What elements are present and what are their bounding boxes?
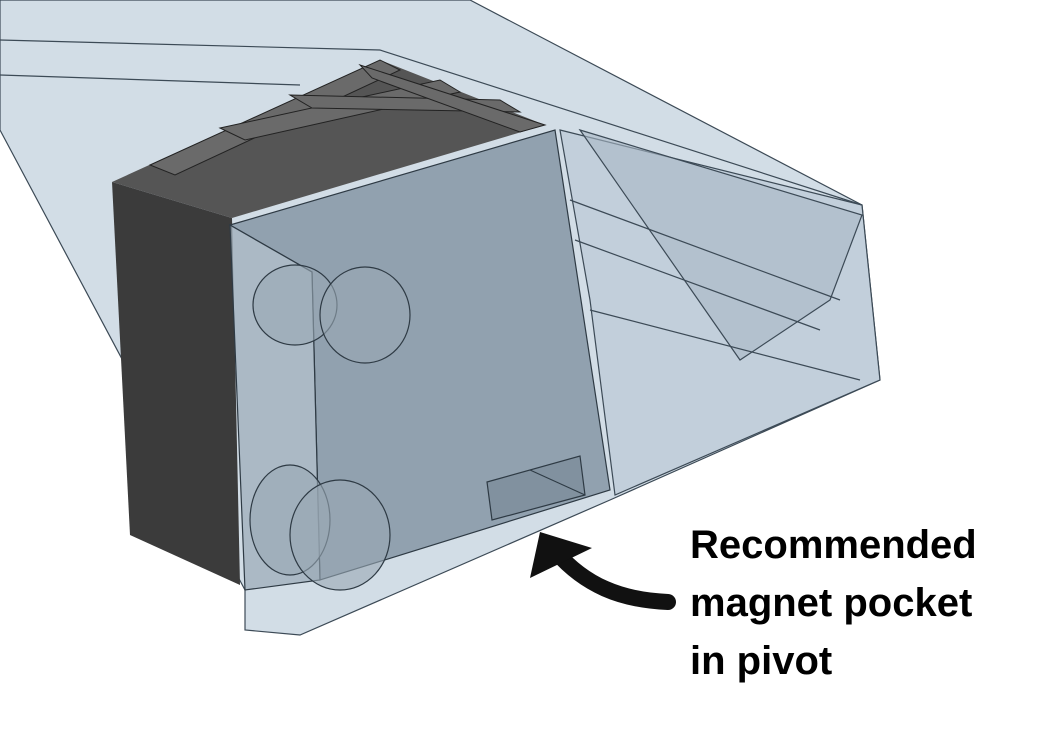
magnet-block [112,182,240,585]
magnet-stack [112,59,547,585]
annotation-line: Recommended [690,523,977,567]
arrow-shaft [548,544,676,610]
rail-v-groove [578,128,863,361]
arrow-head-icon [530,532,592,578]
upper-pin-end-icon [319,266,411,364]
annotation-line: in pivot [690,639,833,683]
arrow [530,532,676,610]
annotation-text: Recommended magnet pocket in pivot [690,516,977,690]
pivot [228,129,611,591]
pivot-pins [249,264,411,591]
lower-pin-end-icon [289,479,391,591]
annotation-line: magnet pocket [690,581,973,625]
magnet-ridges [148,59,547,176]
